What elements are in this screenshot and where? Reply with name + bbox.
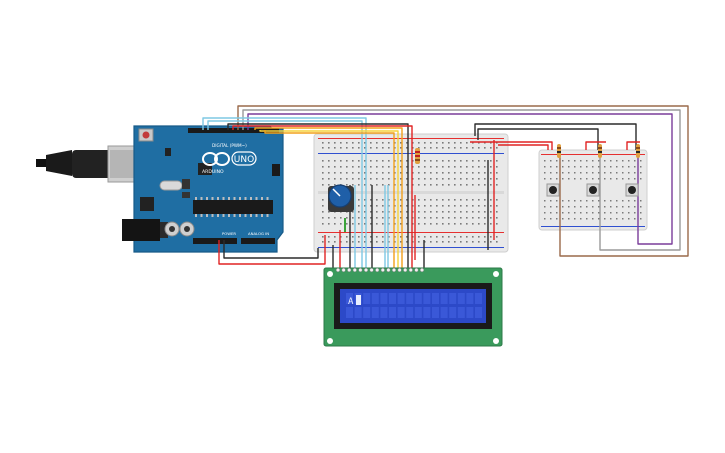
reset-button-icon[interactable] [138, 128, 154, 142]
wire-red-top [232, 125, 413, 270]
chip-icon [193, 197, 273, 217]
wires [202, 105, 689, 270]
resistor-icon[interactable] [636, 144, 640, 158]
digital-header[interactable] [188, 128, 279, 133]
lcd-cursor-block [356, 295, 361, 305]
wire-yellow [259, 130, 399, 270]
wire-black-top [227, 123, 409, 270]
uno-label: UNO [234, 155, 254, 165]
wire-gray [242, 109, 681, 251]
resistor-icon[interactable] [557, 144, 561, 158]
resistor-icon[interactable] [598, 144, 602, 158]
arduino-board[interactable]: UNO ARDUINO DIGITAL (PWM~) POWER ANALOG … [36, 125, 284, 253]
analog-header-label: ANALOG IN [248, 231, 269, 236]
potentiometer-icon[interactable] [328, 184, 354, 212]
wire-orange [254, 127, 403, 270]
lcd-character: A [348, 297, 354, 307]
power-header-label: POWER [222, 231, 236, 236]
wire-purple [247, 113, 673, 245]
pushbutton-icon[interactable] [546, 183, 560, 197]
pushbutton-icon[interactable] [625, 183, 639, 197]
usb-connector-icon [36, 145, 139, 183]
power-header[interactable] [193, 238, 237, 244]
wire-blue-1 [202, 117, 367, 270]
wire-brown [237, 105, 689, 257]
wire-orange-2 [264, 130, 395, 270]
arduino-brand-label: ARDUINO [202, 169, 224, 175]
lcd-module[interactable]: A [323, 267, 503, 347]
wire-5v [218, 235, 326, 265]
pushbutton-icon[interactable] [586, 183, 600, 197]
digital-header-label: DIGITAL (PWM~) [212, 143, 247, 148]
wire-gnd [223, 240, 319, 259]
analog-header[interactable] [241, 238, 275, 244]
resistor-icon[interactable] [415, 148, 420, 164]
wire-blue-2 [207, 120, 363, 270]
